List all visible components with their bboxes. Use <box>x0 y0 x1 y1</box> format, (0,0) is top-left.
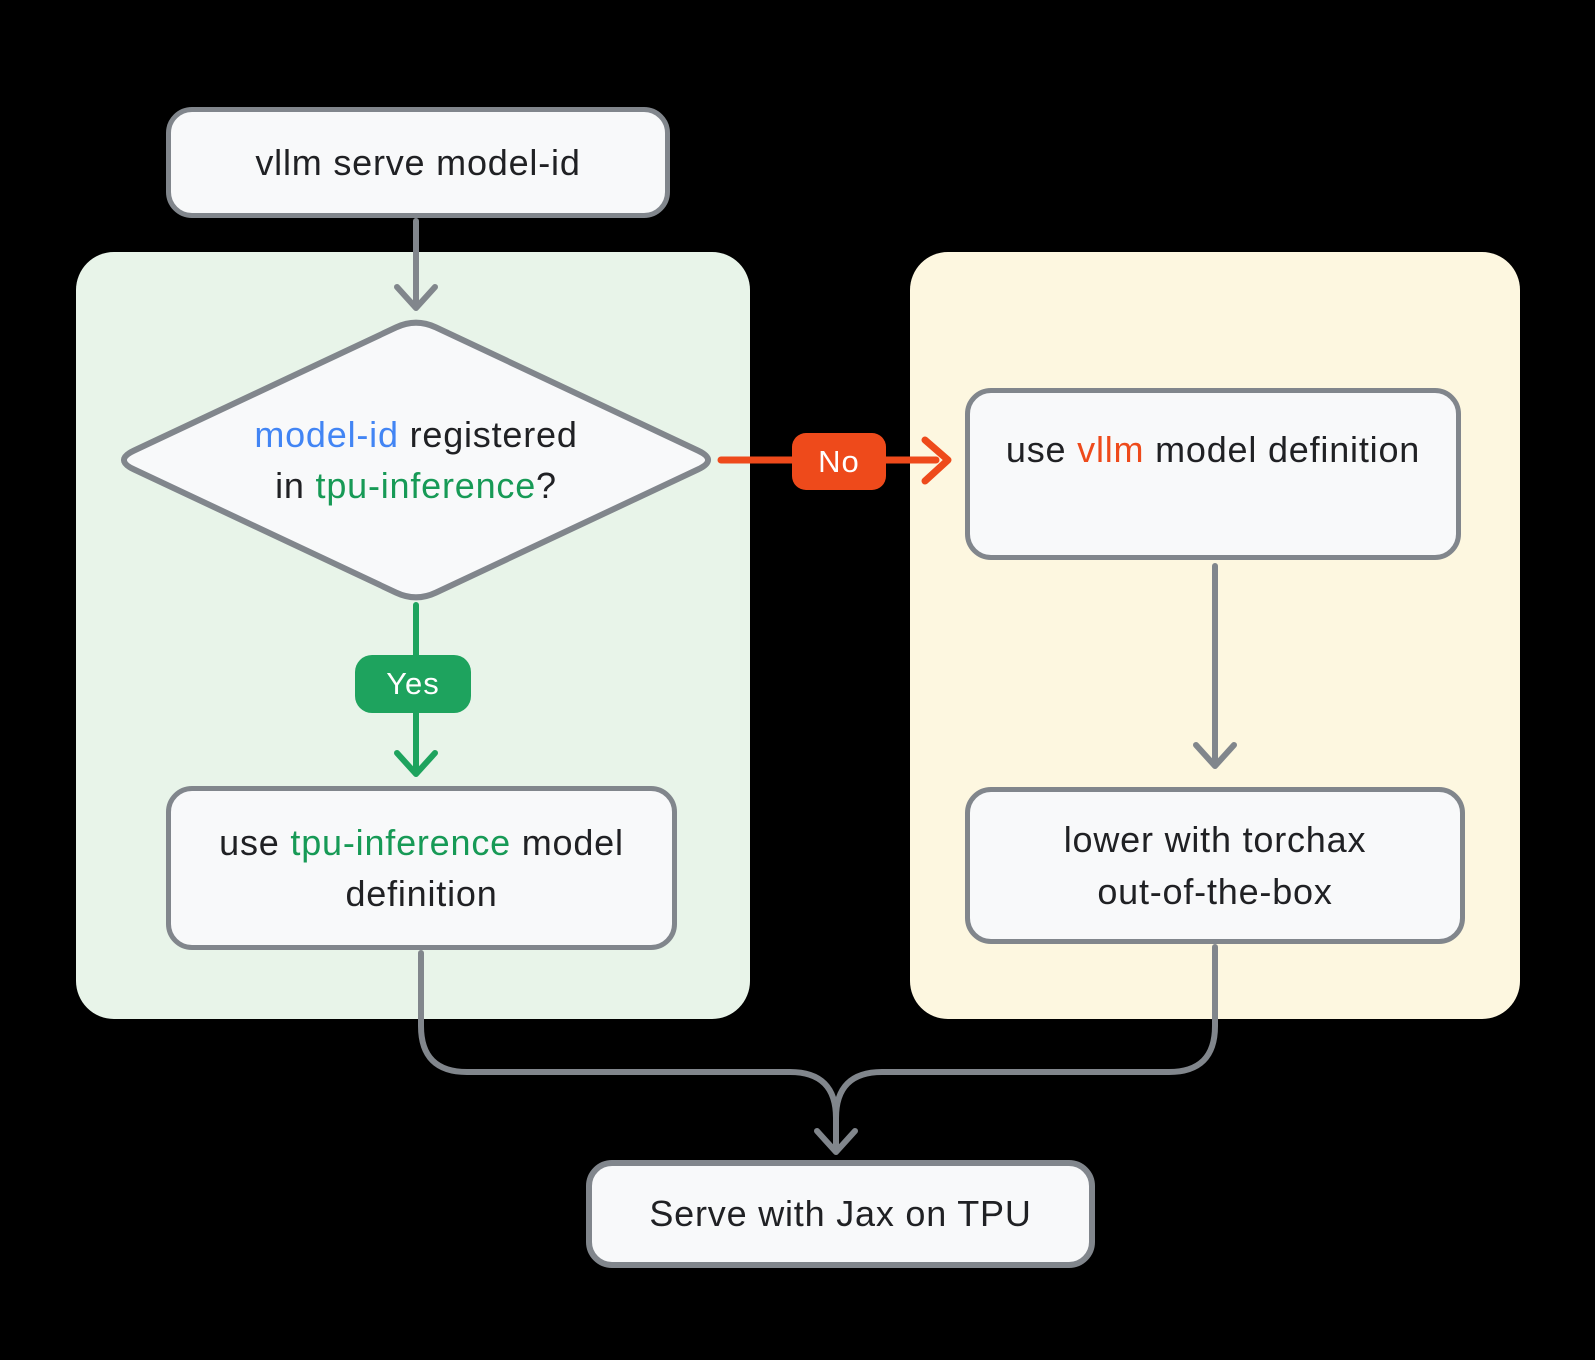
tpu-inference-node: use tpu-inference model definition <box>166 786 677 950</box>
decision-diamond-shape <box>121 319 711 601</box>
no-badge-label: No <box>818 443 860 479</box>
serve-node-label: Serve with Jax on TPU <box>649 1193 1032 1235</box>
yes-badge-label: Yes <box>386 666 440 701</box>
arrowhead-yes <box>394 750 438 777</box>
torchax-node: lower with torchax out-of-the-box <box>965 787 1465 944</box>
arrowhead-start-to-decision <box>394 284 438 311</box>
merge-right-path <box>833 944 1218 1127</box>
start-node-label: vllm serve model-id <box>255 141 581 183</box>
merge-left-path <box>418 950 839 1127</box>
torchax-node-label: lower with torchax out-of-the-box <box>1063 819 1367 912</box>
arrowhead-vllm-to-torchax <box>1193 742 1237 769</box>
arrowhead-no <box>921 436 952 485</box>
vllm-definition-node: use vllm model definition <box>965 388 1461 560</box>
start-node: vllm serve model-id <box>166 107 670 218</box>
no-badge: No <box>792 433 886 490</box>
arrowhead-merge-to-serve <box>814 1128 858 1155</box>
yes-badge: Yes <box>355 655 471 713</box>
serve-node: Serve with Jax on TPU <box>586 1160 1095 1268</box>
decision-node-label: model-id registered in tpu-inference? <box>254 413 578 506</box>
